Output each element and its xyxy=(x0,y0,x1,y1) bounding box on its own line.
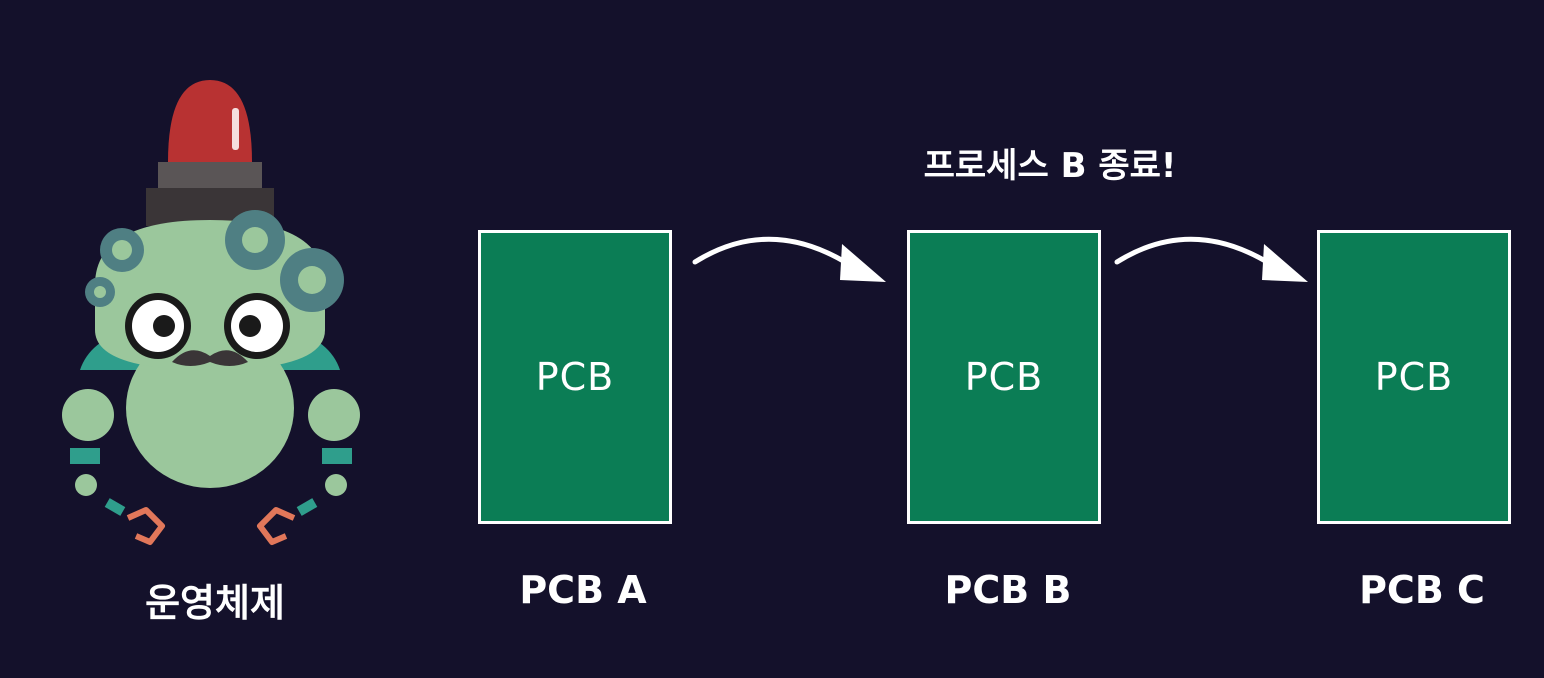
pcb-node-b: PCB xyxy=(907,230,1101,524)
pcb-node-a-text: PCB xyxy=(535,355,615,399)
pcb-node-c: PCB xyxy=(1317,230,1511,524)
pcb-node-b-text: PCB xyxy=(964,355,1044,399)
siren-light xyxy=(168,80,252,162)
os-robot-icon xyxy=(62,80,360,545)
pcb-node-a: PCB xyxy=(478,230,672,524)
pcb-node-c-text: PCB xyxy=(1374,355,1454,399)
event-label: 프로세스 B 종료! xyxy=(923,146,1177,186)
arrow-b-to-c xyxy=(1114,236,1308,282)
pcb-caption-b: PCB B xyxy=(944,568,1072,612)
arrow-a-to-b xyxy=(692,236,886,282)
os-label: 운영체제 xyxy=(145,581,285,625)
pcb-caption-a: PCB A xyxy=(519,568,647,612)
pcb-caption-c: PCB C xyxy=(1359,568,1485,612)
